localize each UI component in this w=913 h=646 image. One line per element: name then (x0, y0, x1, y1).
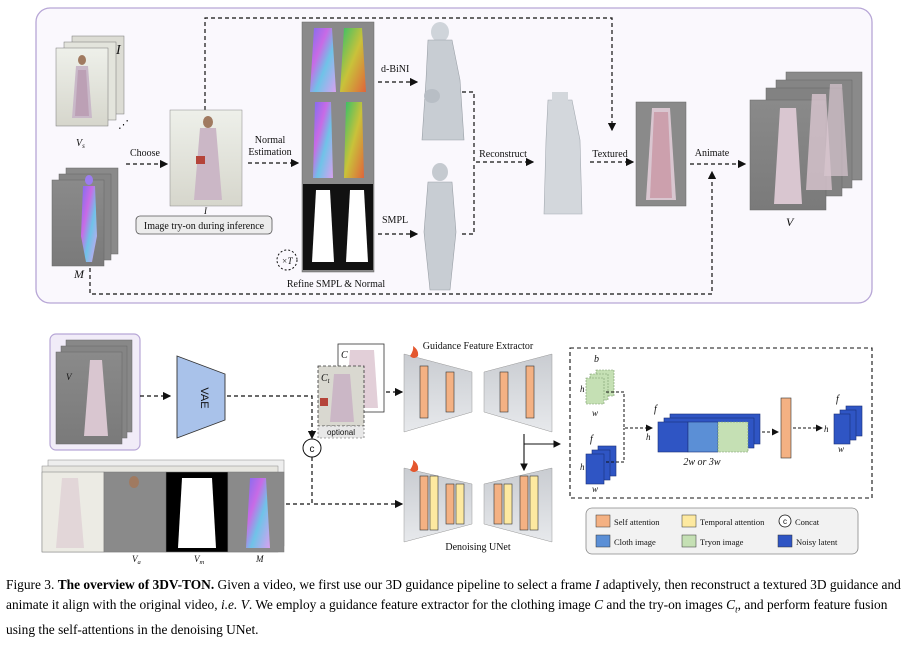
dims-label: 2w or 3w (683, 457, 721, 468)
animate-label: Animate (695, 148, 730, 159)
choose-label: Choose (130, 148, 161, 159)
refine-label: Refine SMPL & Normal (287, 279, 385, 290)
smpl-label: SMPL (382, 215, 408, 226)
ct-label: Ct (321, 373, 331, 385)
caption-v: V (240, 597, 249, 612)
chosen-frame (169, 109, 243, 207)
caption-ie: i.e. (220, 597, 238, 612)
v-input-label: V (66, 372, 73, 382)
vs-label: Vs (76, 138, 85, 150)
h-label-1: h (580, 384, 585, 394)
bottom-loop-arrow (89, 170, 717, 295)
reconstruct-label: Reconstruct (479, 149, 527, 160)
w-label-3: w (838, 444, 844, 454)
caption-part3: . We employ a guidance feature extractor… (248, 597, 591, 612)
ellipsis: ⋰ (118, 119, 129, 131)
dunet-label: Denoising UNet (445, 542, 510, 553)
cloth-images (317, 343, 385, 427)
i-label-chosen: I (203, 206, 208, 216)
xt-label: ×T (281, 256, 293, 266)
vs-video-stack (55, 35, 125, 127)
smpl-merge-line (462, 162, 475, 235)
vae-block (176, 355, 226, 439)
legend-items: Self attention Temporal attention c Conc… (595, 514, 838, 548)
caption-fig: Figure 3. (6, 577, 55, 592)
refine-loop-circle (276, 249, 298, 271)
optional-label: optional (327, 428, 355, 437)
caption-part2: adaptively, then reconstruct a textured … (6, 577, 901, 612)
gfe-label: Guidance Feature Extractor (423, 341, 534, 352)
b-to-concat-arrow (606, 391, 653, 432)
normal-grid (301, 21, 375, 273)
textured-label: Textured (592, 149, 627, 160)
f-to-concat-line (606, 428, 625, 463)
concat-to-unet-arrow (311, 457, 404, 509)
top-skip-arrow (204, 17, 617, 132)
caption-part5: , and perform feature fusion using the s… (6, 597, 888, 637)
dbini-label: d-BiNI (381, 64, 409, 75)
legend-noisy-latent: Noisy latent (796, 537, 838, 547)
optional-box (317, 425, 365, 439)
dbini-mesh (421, 22, 465, 141)
caption-part1: Given a video, we first use our 3D guida… (217, 577, 592, 592)
self-attention-bar (780, 397, 792, 459)
caption-title: The overview of 3DV-TON. (57, 577, 215, 592)
concat-symbol: c (310, 444, 315, 455)
pipeline-diagram: I ⋰ Vs M Choose I Image try-on during in… (35, 7, 873, 566)
m-video-stack (51, 167, 119, 267)
m-label-top: M (73, 267, 85, 281)
v-output-stack (749, 71, 863, 211)
smpl-mesh (423, 163, 457, 291)
f-label-2: f (654, 404, 658, 415)
caption-ct: Ct (726, 597, 738, 615)
legend-cloth-image: Cloth image (614, 537, 656, 547)
i-label-top: I (115, 43, 122, 58)
caption-c: C (594, 597, 604, 612)
textured-result (635, 101, 687, 207)
conditioning-strip (41, 459, 285, 553)
output-latent-cube (833, 405, 863, 445)
denoising-unet-block (403, 460, 553, 543)
w-label-2: w (592, 484, 598, 494)
legend-self-attention: Self attention (614, 517, 660, 527)
legend-box (585, 507, 859, 555)
v-output-label: V (786, 215, 795, 229)
gfe-block (403, 346, 553, 433)
h-label-2: h (580, 462, 585, 472)
v-input-stack (55, 339, 133, 445)
vae-to-concat-arrow (227, 395, 317, 440)
normal-est-label-2: Estimation (248, 147, 291, 158)
image-tryon-box (135, 215, 273, 235)
reconstructed-mesh (543, 92, 583, 215)
m-label-bottom: M (255, 554, 264, 564)
concatenated-latent (657, 413, 761, 453)
image-tryon-label: Image try-on during inference (144, 221, 265, 232)
legend-concat-symbol: c (783, 517, 787, 526)
caption-part4: and the try-on images (606, 597, 723, 612)
w-label-1: w (592, 408, 598, 418)
vm-label: Vm (194, 554, 205, 566)
noisy-latent-cube (585, 445, 617, 485)
figure-caption: Figure 3. The overview of 3DV-TON. Given… (6, 575, 909, 640)
caption-i: I (594, 577, 600, 592)
legend-concat: Concat (795, 517, 820, 527)
f-label-3: f (836, 394, 840, 405)
tryon-latent-cube (585, 369, 615, 405)
fusion-box (569, 347, 873, 499)
c-label: C (341, 350, 348, 361)
legend-tryon-image: Tryon image (700, 537, 744, 547)
va-label: Va (132, 554, 141, 566)
f-label-1: f (590, 434, 594, 445)
h-label-4: h (824, 424, 829, 434)
h-label-3: h (646, 432, 651, 442)
normal-est-label-1: Normal (255, 135, 286, 146)
b-label: b (594, 354, 599, 365)
legend-temporal-attention: Temporal attention (700, 517, 765, 527)
vae-label: VAE (198, 387, 210, 408)
